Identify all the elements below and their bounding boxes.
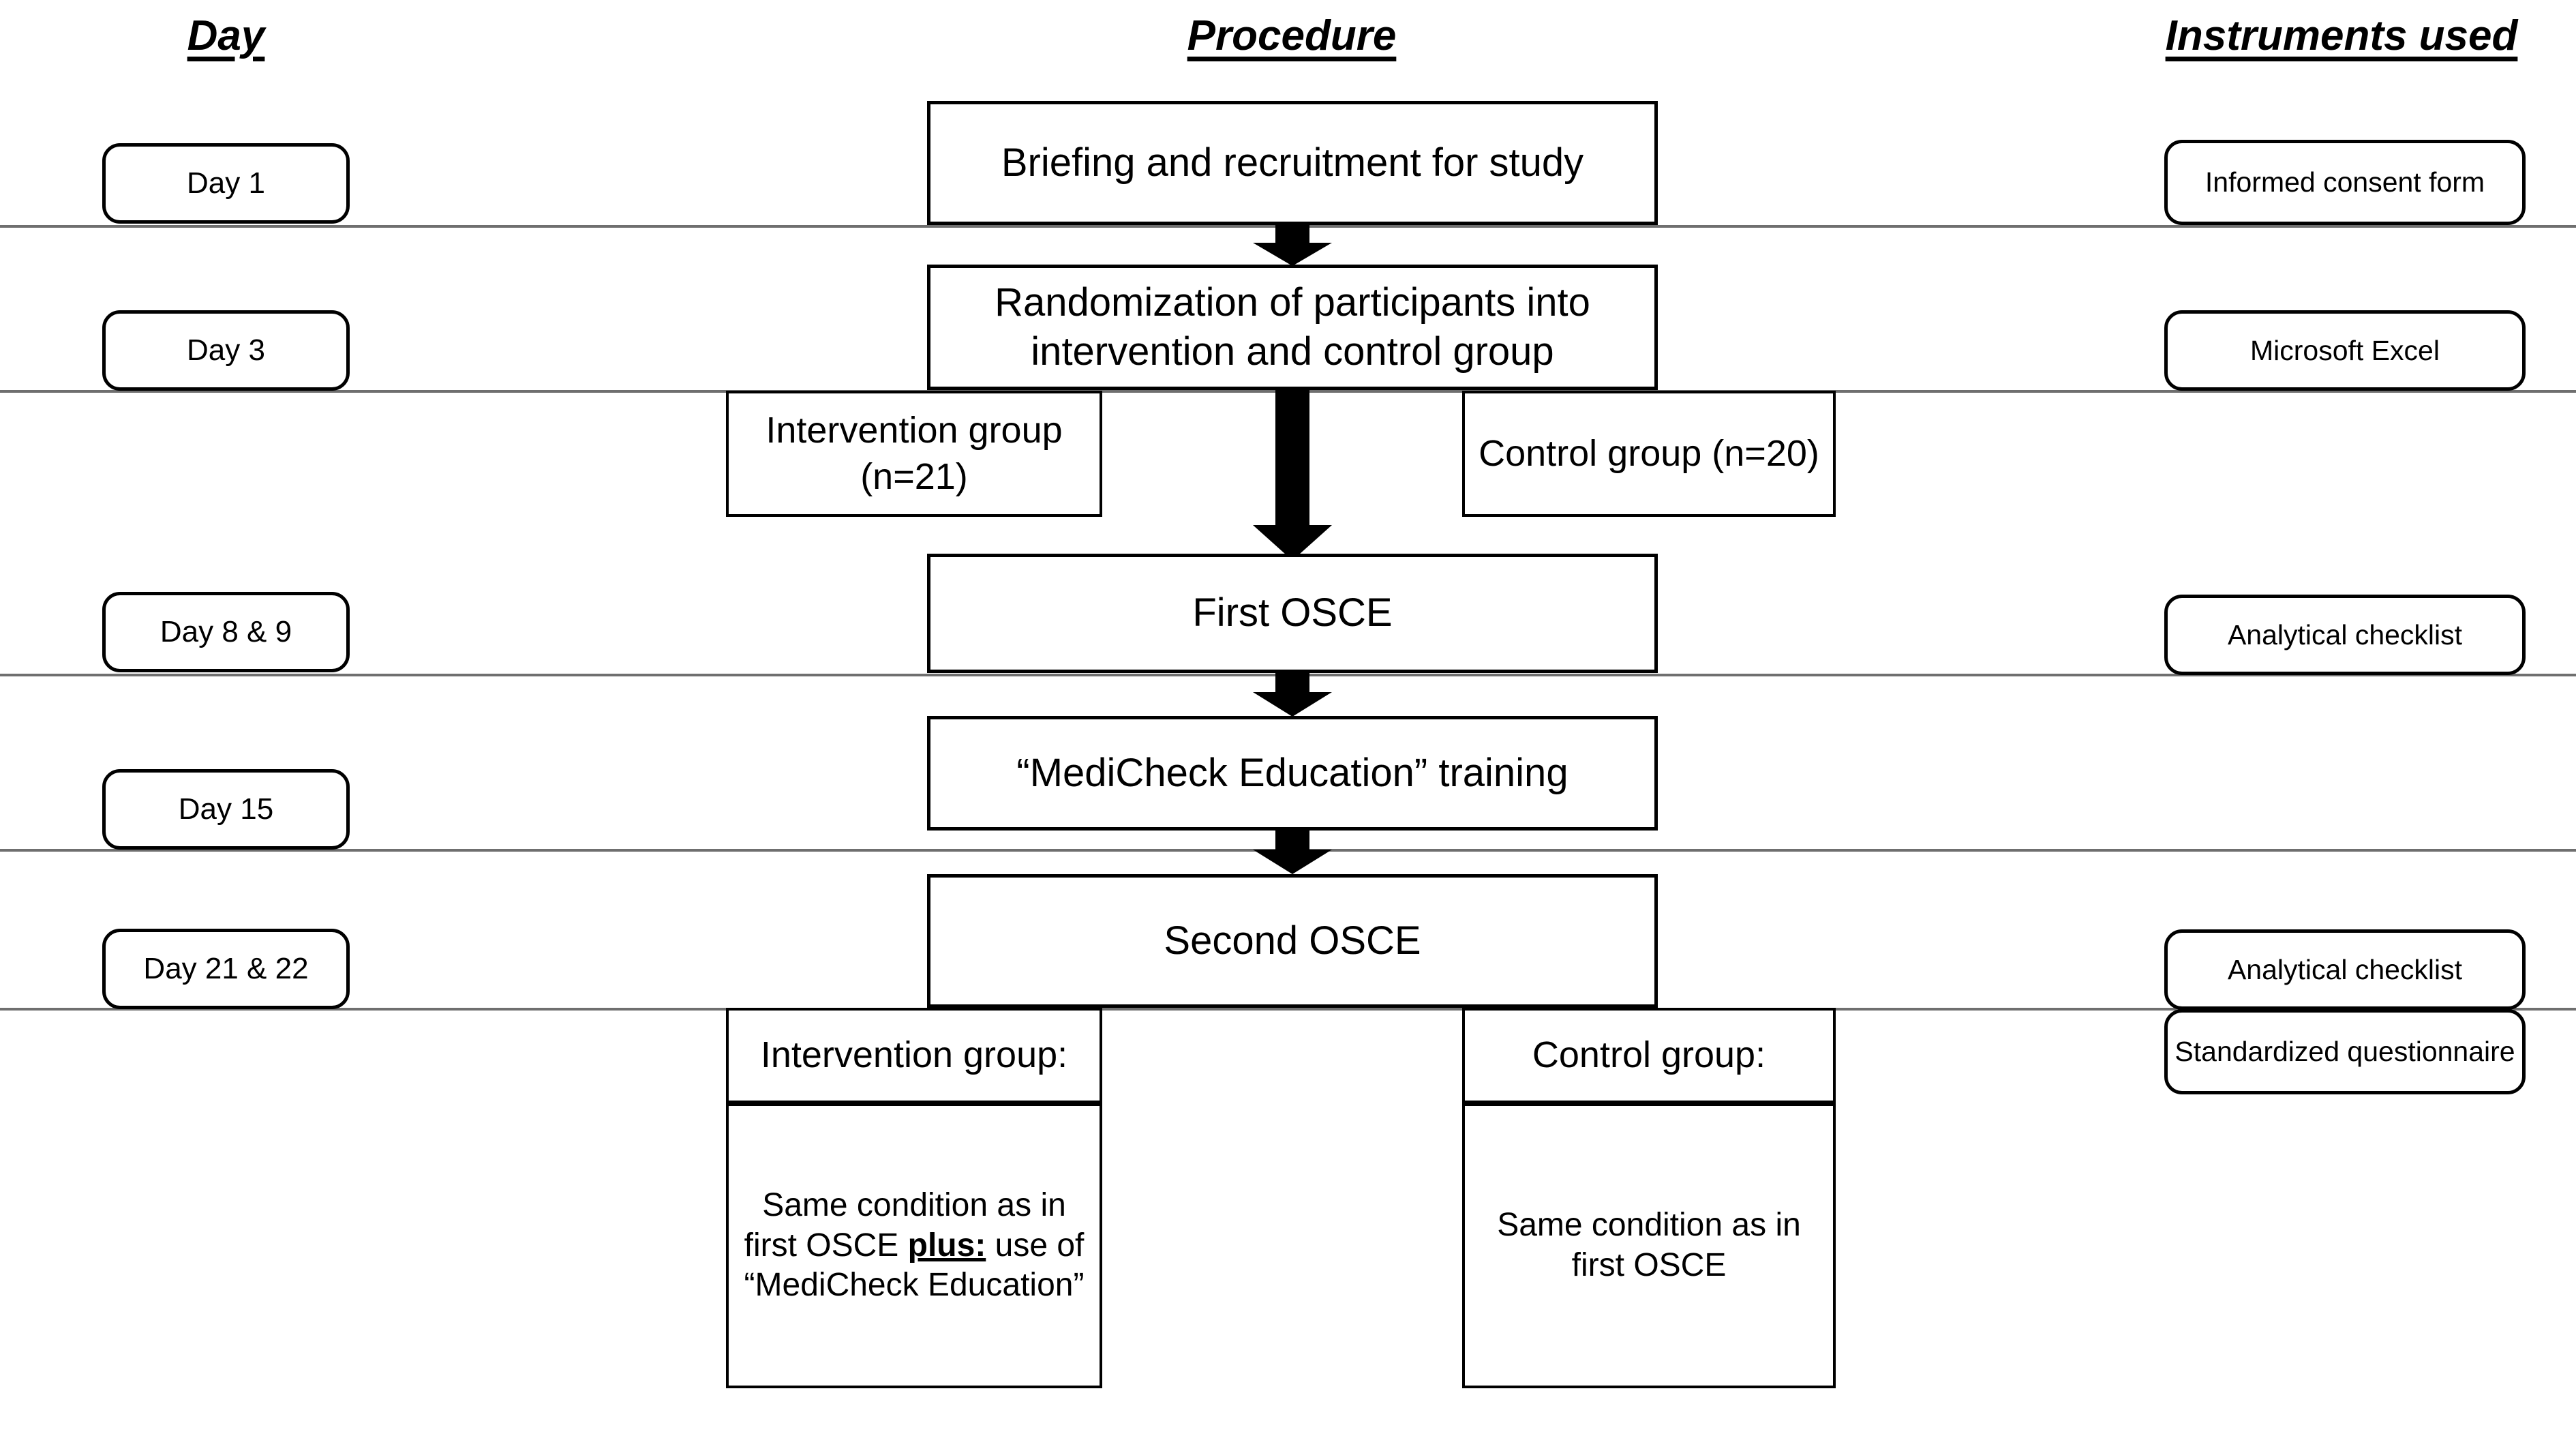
row-separator-5 (0, 1008, 2576, 1011)
day-pill-label: Day 3 (187, 333, 265, 368)
group-box-body-text: Same condition as in first OSCE (1497, 1207, 1801, 1283)
instrument-pill-label: Analytical checklist (2227, 618, 2463, 650)
body-text-pre: Same condition as in first OSCE (744, 1187, 1066, 1263)
instrument-pill-label: Analytical checklist (2227, 953, 2463, 985)
procedure-box-label: Second OSCE (1164, 918, 1421, 963)
procedure-box-first-osce[interactable]: First OSCE (927, 554, 1658, 673)
flow-arrow-down-2 (1253, 390, 1332, 560)
flow-arrow-down-3 (1253, 673, 1332, 717)
group-box-label: Control group (n=20) (1479, 432, 1819, 474)
instrument-pill-5[interactable]: Standardized questionnaire (2164, 1009, 2526, 1094)
instrument-pill-2[interactable]: Microsoft Excel (2164, 310, 2526, 391)
day-pill-label: Day 21 & 22 (143, 952, 309, 986)
procedure-box-label: “MediCheck Education” training (1016, 750, 1569, 795)
procedure-box-label: First OSCE (1192, 590, 1393, 635)
body-text-post: use of “MediCheck Education” (744, 1227, 1085, 1304)
day-pill-label: Day 1 (187, 166, 265, 200)
day-pill-label: Day 8 & 9 (160, 615, 292, 649)
procedure-box-briefing[interactable]: Briefing and recruitment for study (927, 101, 1658, 225)
group-box-label: Intervention group (n=21) (766, 410, 1063, 497)
group-box-intervention-bottom-body[interactable]: Same condition as in first OSCE plus: us… (726, 1103, 1102, 1388)
instrument-pill-label: Informed consent form (2204, 166, 2485, 198)
group-box-label: Control group: (1532, 1034, 1766, 1076)
group-box-intervention-top[interactable]: Intervention group (n=21) (726, 391, 1102, 517)
group-box-intervention-bottom-title[interactable]: Intervention group: (726, 1008, 1102, 1103)
flow-arrow-down-4 (1253, 831, 1332, 874)
procedure-box-label: Randomization of participants into inter… (995, 280, 1590, 374)
group-box-control-bottom-title[interactable]: Control group: (1462, 1008, 1836, 1103)
instrument-pill-3[interactable]: Analytical checklist (2164, 595, 2526, 675)
column-header-day: Day (187, 12, 265, 59)
instrument-pill-4[interactable]: Analytical checklist (2164, 929, 2526, 1010)
group-box-body-text: Same condition as in first OSCE plus: us… (741, 1186, 1087, 1306)
group-box-control-bottom-body[interactable]: Same condition as in first OSCE (1462, 1103, 1836, 1388)
instrument-pill-label: Standardized questionnaire (2175, 1036, 2515, 1068)
body-text-emphasis: plus: (907, 1227, 986, 1263)
group-box-label: Intervention group: (760, 1034, 1068, 1076)
group-box-control-top[interactable]: Control group (n=20) (1462, 391, 1836, 517)
day-pill-label: Day 15 (178, 792, 274, 826)
instrument-pill-label: Microsoft Excel (2250, 334, 2440, 366)
day-pill-4[interactable]: Day 15 (102, 769, 350, 850)
procedure-box-training[interactable]: “MediCheck Education” training (927, 716, 1658, 831)
procedure-box-label: Briefing and recruitment for study (1001, 140, 1584, 185)
procedure-box-second-osce[interactable]: Second OSCE (927, 874, 1658, 1008)
day-pill-1[interactable]: Day 1 (102, 143, 350, 224)
procedure-box-randomization[interactable]: Randomization of participants into inter… (927, 265, 1658, 390)
instrument-pill-1[interactable]: Informed consent form (2164, 140, 2526, 225)
column-header-instruments: Instruments used (2165, 12, 2518, 59)
column-header-procedure: Procedure (1187, 12, 1397, 59)
day-pill-2[interactable]: Day 3 (102, 310, 350, 391)
day-pill-5[interactable]: Day 21 & 22 (102, 929, 350, 1009)
day-pill-3[interactable]: Day 8 & 9 (102, 592, 350, 672)
flow-arrow-down-1 (1253, 225, 1332, 266)
